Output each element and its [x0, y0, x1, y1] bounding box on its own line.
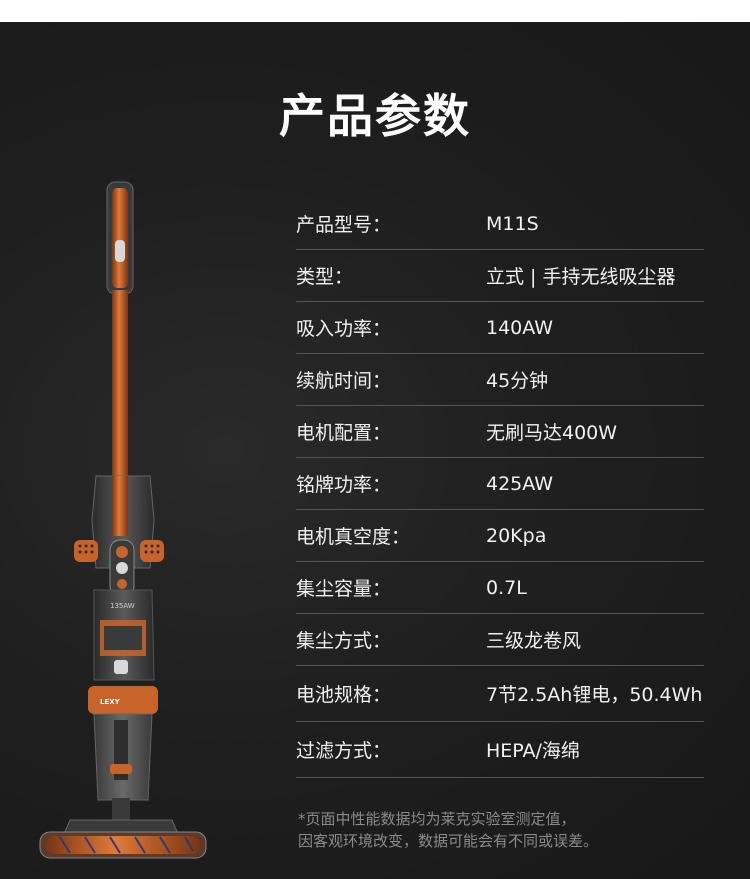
spec-row-suction-power: 吸入功率： 140AW — [296, 302, 704, 354]
spec-row-motor: 电机配置： 无刷马达400W — [296, 406, 704, 458]
spec-label: 集尘容量： — [296, 578, 392, 600]
spec-row-runtime: 续航时间： 45分钟 — [296, 354, 704, 406]
spec-label: 铭牌功率： — [296, 474, 392, 496]
spec-value: HEPA/海绵 — [486, 740, 580, 762]
spec-row-battery: 电池规格： 7节2.5Ah锂电，50.4Wh — [296, 666, 704, 722]
brand-logo-text: LEXY — [100, 698, 121, 706]
vacuum-product-image: 135AW LEXY — [30, 180, 220, 860]
spec-label: 电机配置： — [296, 422, 392, 444]
spec-label: 过滤方式： — [296, 740, 392, 762]
spec-value: 425AW — [486, 472, 554, 495]
spec-table: 产品型号： M11S 类型： 立式 | 手持无线吸尘器 吸入功率： 140AW … — [296, 198, 704, 778]
top-white-band — [0, 0, 750, 22]
spec-value: 7节2.5Ah锂电，50.4Wh — [486, 684, 703, 706]
spec-label: 电池规格： — [296, 684, 392, 706]
spec-row-type: 类型： 立式 | 手持无线吸尘器 — [296, 250, 704, 302]
disclaimer-note: *页面中性能数据均为莱克实验室测定值， 因客观环境改变，数据可能会有不同或误差。 — [298, 808, 738, 852]
spec-value: 三级龙卷风 — [486, 630, 582, 652]
spec-value: 立式 | 手持无线吸尘器 — [486, 266, 676, 288]
page-title: 产品参数 — [279, 89, 471, 143]
spec-page: 产品参数 — [0, 22, 750, 879]
spec-row-rated-power: 铭牌功率： 425AW — [296, 458, 704, 510]
spec-row-vacuum: 电机真空度： 20Kpa — [296, 510, 704, 562]
spec-row-model: 产品型号： M11S — [296, 198, 704, 250]
spec-label: 续航时间： — [296, 370, 392, 392]
spec-value: 0.7L — [486, 576, 527, 599]
spec-value: 20Kpa — [486, 524, 547, 547]
spec-label: 电机真空度： — [296, 526, 411, 548]
spec-value: 45分钟 — [486, 370, 549, 392]
spec-row-dust-method: 集尘方式： 三级龙卷风 — [296, 614, 704, 666]
disclaimer-line-2: 因客观环境改变，数据可能会有不同或误差。 — [298, 832, 599, 850]
disclaimer-line-1: *页面中性能数据均为莱克实验室测定值， — [298, 810, 576, 828]
spec-row-filter: 过滤方式： HEPA/海绵 — [296, 722, 704, 778]
spec-value: 无刷马达400W — [486, 422, 618, 444]
spec-value: M11S — [486, 212, 539, 235]
spec-label: 类型： — [296, 266, 354, 288]
spec-label: 集尘方式： — [296, 630, 392, 652]
spec-row-dust-capacity: 集尘容量： 0.7L — [296, 562, 704, 614]
spec-label: 产品型号： — [296, 214, 392, 236]
spec-value: 140AW — [486, 316, 554, 339]
spec-label: 吸入功率： — [296, 318, 392, 340]
power-label-text: 135AW — [110, 602, 135, 610]
